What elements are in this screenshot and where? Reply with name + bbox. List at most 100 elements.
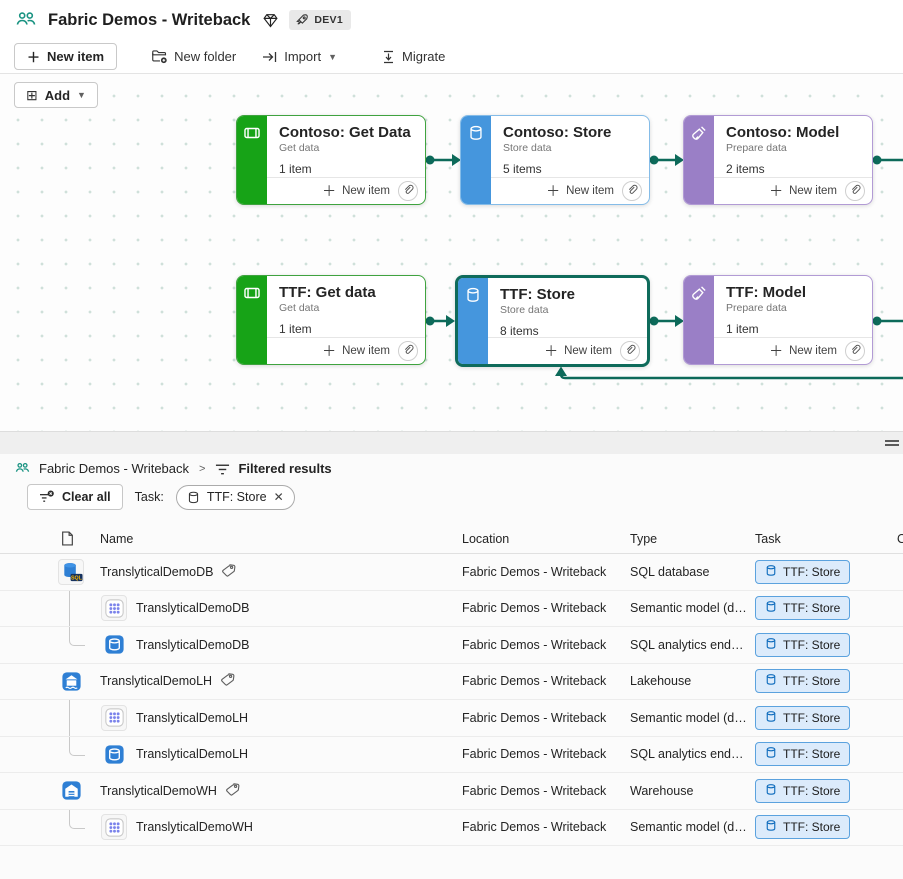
item-name[interactable]: TranslyticalDemoLH	[136, 710, 249, 725]
item-name[interactable]: TranslyticalDemoLH	[100, 672, 235, 690]
table-row-semantic-model-defa-[interactable]: TranslyticalDemoDB Fabric Demos - Writeba…	[0, 590, 903, 627]
item-type: SQL database	[630, 564, 710, 579]
environment-badge[interactable]: DEV1	[289, 10, 351, 30]
column-header-type[interactable]: Type	[630, 532, 658, 546]
attach-item-button[interactable]	[845, 341, 865, 361]
paperclip-icon	[849, 344, 861, 359]
item-location: Fabric Demos - Writeback	[462, 783, 607, 798]
item-name[interactable]: TranslyticalDemoDB	[136, 601, 250, 616]
filter-icon	[216, 464, 230, 474]
semantic-model-icon	[101, 704, 127, 731]
import-button[interactable]: Import ▼	[252, 43, 347, 70]
attach-item-button[interactable]	[398, 181, 418, 201]
chevron-down-icon: ▼	[77, 90, 86, 100]
card-title: Contoso: Get Data	[279, 124, 411, 141]
chip-database-icon	[765, 783, 777, 799]
item-name[interactable]: TranslyticalDemoWH	[100, 782, 240, 800]
card-item-count: 2 items	[726, 162, 765, 176]
tag-icon	[225, 782, 240, 800]
add-button[interactable]: ⊞ Add ▼	[14, 82, 98, 108]
panel-splitter[interactable]	[0, 431, 903, 454]
column-header-name[interactable]: Name	[100, 532, 134, 546]
paperclip-icon	[402, 344, 414, 359]
card-new-item-button[interactable]: ＋New item	[322, 183, 390, 199]
card-subtitle: Prepare data	[726, 302, 787, 314]
import-icon	[263, 51, 277, 62]
task-filter-chip[interactable]: TTF: Store ✕	[175, 484, 295, 510]
task-chip[interactable]: TTF: Store	[755, 778, 851, 803]
environment-badge-label: DEV1	[314, 14, 343, 26]
breadcrumb-workspace-link[interactable]: Fabric Demos - Writeback	[39, 461, 190, 476]
item-name[interactable]: TranslyticalDemoDB	[100, 563, 236, 581]
rocket-icon	[296, 14, 309, 25]
task-chip[interactable]: TTF: Store	[755, 815, 851, 840]
column-header-clipped: O	[897, 532, 903, 546]
card-title: TTF: Model	[726, 284, 806, 301]
item-location: Fabric Demos - Writeback	[462, 601, 607, 616]
sql-endpoint-icon	[101, 632, 127, 658]
column-header-task[interactable]: Task	[755, 532, 781, 546]
item-task-cell: TTF: Store	[755, 778, 851, 803]
migrate-icon	[384, 50, 393, 63]
attach-item-button[interactable]	[622, 181, 642, 201]
clear-all-filters-button[interactable]: Clear all	[27, 484, 123, 510]
chip-database-icon	[765, 673, 777, 689]
folder-add-icon	[152, 50, 167, 64]
task-chip[interactable]: TTF: Store	[755, 742, 851, 767]
scroll-icon	[243, 124, 261, 204]
attach-item-button[interactable]	[398, 341, 418, 361]
item-type: Semantic model (defa...	[630, 710, 748, 725]
card-new-item-button[interactable]: ＋New item	[322, 343, 390, 359]
card-subtitle: Prepare data	[726, 142, 787, 154]
tree-connector	[69, 809, 85, 829]
filter-bar: Clear all Task: TTF: Store ✕	[27, 484, 295, 510]
item-type: Semantic model (defa...	[630, 601, 748, 616]
sql-database-icon: SQL	[58, 558, 84, 585]
item-task-cell: TTF: Store	[755, 669, 851, 694]
card-new-item-button[interactable]: ＋New item	[769, 343, 837, 359]
card-item-count: 1 item	[279, 162, 312, 176]
workspace-header: Fabric Demos - Writeback DEV1	[0, 0, 903, 40]
column-header-location[interactable]: Location	[462, 532, 510, 546]
paperclip-icon	[626, 184, 638, 199]
attach-item-button[interactable]	[620, 341, 640, 361]
task-chip[interactable]: TTF: Store	[755, 705, 851, 730]
new-folder-button[interactable]: New folder	[141, 43, 246, 70]
item-name[interactable]: TranslyticalDemoDB	[136, 637, 250, 652]
item-name[interactable]: TranslyticalDemoLH	[136, 747, 249, 762]
new-item-button[interactable]: ＋ New item	[14, 43, 118, 70]
chip-database-icon	[765, 710, 777, 726]
attach-item-button[interactable]	[845, 181, 865, 201]
task-chip[interactable]: TTF: Store	[755, 669, 851, 694]
tree-connector	[69, 700, 70, 736]
item-task-cell: TTF: Store	[755, 559, 851, 584]
item-name[interactable]: TranslyticalDemoWH	[136, 820, 253, 835]
task-chip[interactable]: TTF: Store	[755, 596, 851, 621]
item-type: SQL analytics endpoint	[630, 747, 748, 762]
card-new-item-button[interactable]: ＋New item	[544, 343, 612, 359]
task-filter-label: Task:	[134, 490, 164, 504]
remove-filter-icon[interactable]: ✕	[273, 490, 284, 504]
card-new-item-button[interactable]: ＋New item	[769, 183, 837, 199]
task-chip[interactable]: TTF: Store	[755, 559, 851, 584]
item-task-cell: TTF: Store	[755, 596, 851, 621]
migrate-button[interactable]: Migrate	[371, 43, 455, 70]
table-row-warehouse[interactable]: TranslyticalDemoWH Fabric Demos - Writeba…	[0, 773, 903, 810]
card-new-item-button[interactable]: ＋New item	[546, 183, 614, 199]
task-chip[interactable]: TTF: Store	[755, 632, 851, 657]
database-icon	[467, 124, 485, 204]
tag-icon	[221, 563, 236, 581]
